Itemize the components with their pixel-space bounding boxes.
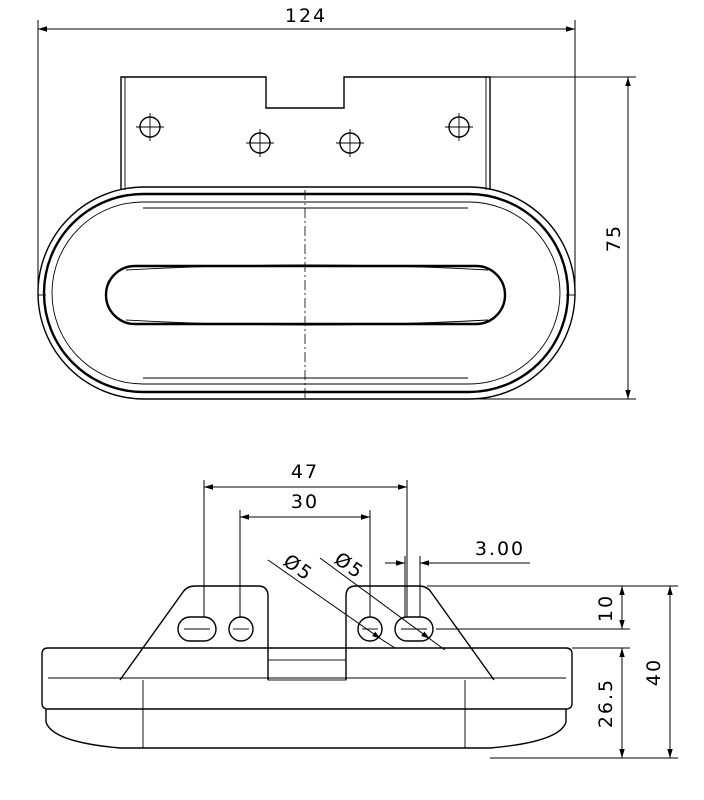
top-view: 124 75	[37, 5, 636, 400]
side-center-bridge	[267, 659, 347, 681]
bracket-hole	[136, 113, 164, 141]
dimension-width-label: 124	[285, 5, 327, 27]
dimension-3-label: 3.00	[475, 538, 525, 560]
diameter-left-label: Ø5	[279, 550, 317, 586]
diameter-leader	[429, 638, 446, 651]
dimension-height-label: 75	[603, 224, 625, 252]
dimension-40-label: 40	[643, 658, 665, 686]
side-bracket-left	[119, 585, 269, 681]
dimension-30-label: 30	[291, 491, 319, 513]
diameter-leader	[380, 638, 396, 649]
mounting-bracket	[120, 76, 491, 190]
diameter-leader	[319, 557, 431, 640]
side-bracket-right	[345, 585, 495, 681]
round-hole	[228, 616, 254, 642]
side-view: 47 30 3.00 Ø5 Ø5 10 40 26.5	[41, 461, 678, 759]
bracket-hole	[336, 129, 364, 157]
dimension-26-5-label: 26.5	[595, 678, 617, 728]
light-guide-detail	[125, 264, 489, 326]
bracket-hole	[246, 129, 274, 157]
diameter-leader	[267, 559, 382, 640]
light-guide	[104, 264, 507, 326]
dimension-10-label: 10	[595, 594, 617, 622]
slot-hole	[177, 616, 217, 642]
side-lens	[45, 709, 567, 749]
lamp-housing-inner	[51, 201, 561, 385]
bracket-hole	[445, 113, 473, 141]
lamp-housing-outer	[37, 186, 576, 400]
lamp-housing-rim	[42, 192, 570, 394]
diameter-right-label: Ø5	[330, 548, 368, 584]
dimension-47-label: 47	[291, 461, 319, 483]
slot-hole	[394, 616, 434, 642]
